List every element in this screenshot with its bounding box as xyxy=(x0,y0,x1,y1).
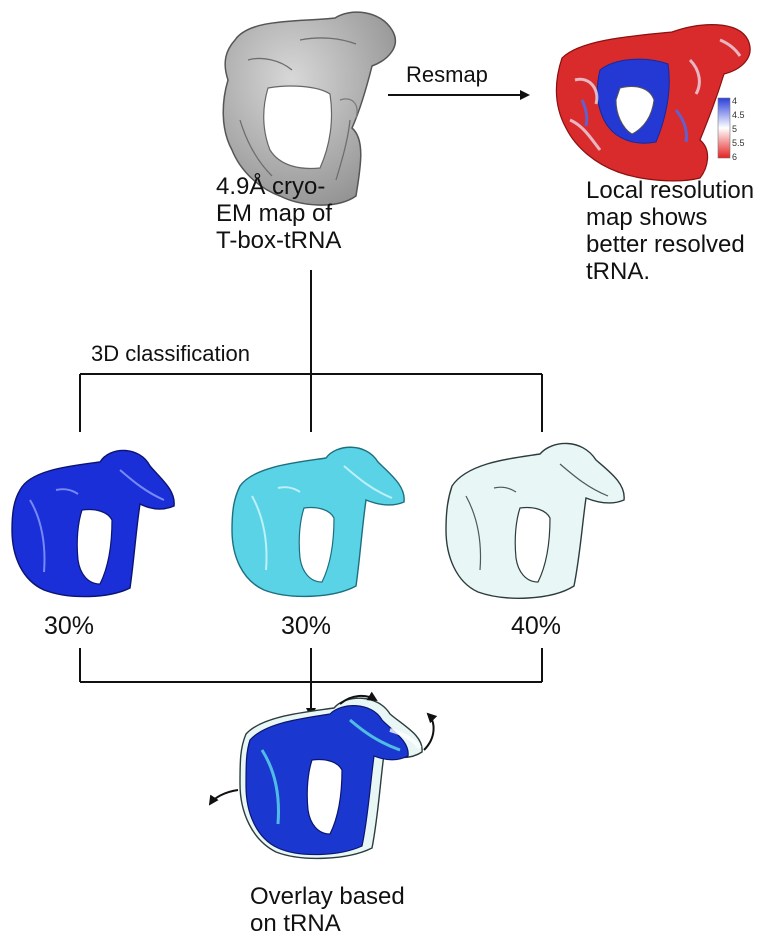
class-map-3 xyxy=(445,442,625,599)
resolution-colorbar: 4 4.5 5 5.5 6 xyxy=(717,96,745,162)
overlay-label: Overlay based on tRNA xyxy=(250,883,405,937)
classification-label: 3D classification xyxy=(91,341,250,366)
colorbar-tick: 6 xyxy=(732,152,737,162)
resmap-arrow-label: Resmap xyxy=(406,62,488,87)
local-resolution-label: Local resolution map shows better resolv… xyxy=(586,177,755,285)
class-percent-1: 30% xyxy=(44,612,95,640)
class-percent-2: 30% xyxy=(281,612,332,640)
colorbar-tick: 4 xyxy=(732,96,737,106)
classification-bracket xyxy=(79,373,543,432)
source-map-label: 4.9Å cryo- EM map of T-box-tRNA xyxy=(216,173,342,254)
colorbar-tick: 4.5 xyxy=(732,110,745,120)
class-percent-3: 40% xyxy=(511,612,562,640)
overlay-map xyxy=(239,697,423,860)
colorbar-tick: 5 xyxy=(732,124,737,134)
rotation-arrows xyxy=(208,691,438,806)
class-map-1 xyxy=(11,449,175,598)
cryo-em-map-grey xyxy=(222,11,397,206)
colorbar-tick: 5.5 xyxy=(732,138,745,148)
local-resolution-map xyxy=(555,24,751,182)
class-map-2 xyxy=(231,446,405,598)
